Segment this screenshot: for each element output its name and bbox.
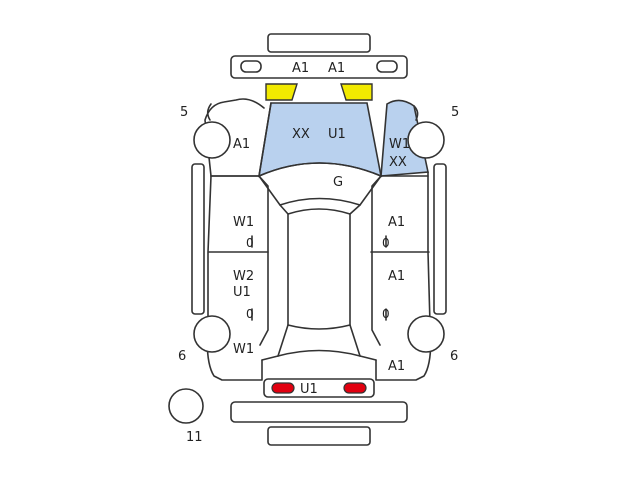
- cabin-left-line: [277, 204, 289, 357]
- rear-window-line: [277, 349, 361, 357]
- front-bumper[interactable]: [230, 55, 408, 79]
- wheel-front-left-label: 5: [180, 105, 188, 120]
- rear-deck-line: [261, 355, 377, 361]
- right-quarter-label: A1: [388, 359, 405, 374]
- wheel-rear-right-icon[interactable]: [407, 315, 445, 353]
- wheel-front-right-label: 5: [451, 105, 459, 120]
- right-front-door-label: A1: [388, 215, 405, 230]
- right-door-outline: [371, 175, 429, 346]
- front-bumper-left-label: A1: [292, 61, 309, 76]
- right-fender-label-a: W1: [389, 137, 410, 152]
- wheel-rear-right-label: 6: [450, 349, 458, 364]
- front-right-lamp: [376, 60, 398, 73]
- roof-rear-line: [287, 324, 351, 330]
- left-mirror: [206, 103, 212, 121]
- roof-label: G: [333, 175, 343, 190]
- left-rear-door-label-b: U1: [233, 285, 251, 300]
- right-rear-door-sub: 0: [382, 307, 390, 321]
- left-rear-door-sub: 0: [246, 307, 254, 321]
- front-top-bar: [267, 33, 371, 53]
- left-door-outline: [210, 175, 269, 346]
- right-front-door-sub: 0: [382, 236, 390, 250]
- left-front-door-sub: 0: [246, 236, 254, 250]
- windshield-glass[interactable]: [257, 102, 383, 178]
- left-fender-label: A1: [233, 137, 250, 152]
- left-side-skirt: [191, 163, 205, 315]
- windshield-label-b: U1: [328, 127, 346, 142]
- roof-top-line: [287, 208, 351, 215]
- left-rear-door-label-a: W2: [233, 269, 254, 284]
- rear-panel-label: U1: [300, 382, 318, 397]
- left-side-line: [207, 175, 212, 325]
- roof-front-outline: [258, 162, 382, 206]
- wheel-rear-left-label: 6: [178, 349, 186, 364]
- left-front-fender-outline: [204, 98, 272, 177]
- rear-left-lamp-marked[interactable]: [271, 382, 295, 394]
- wheel-rear-left-icon[interactable]: [193, 315, 231, 353]
- rear-bottom-bar: [267, 426, 371, 446]
- left-quarter-label: W1: [233, 342, 254, 357]
- spare-tire-icon[interactable]: [168, 388, 204, 424]
- right-mirror: [413, 105, 419, 121]
- headlight-left-marked[interactable]: [265, 83, 298, 101]
- spare-tire-label: 11: [186, 430, 203, 445]
- windshield-label-a: XX: [292, 127, 310, 142]
- wheel-front-right-icon[interactable]: [407, 121, 445, 159]
- front-bumper-right-label: A1: [328, 61, 345, 76]
- rear-right-lamp-marked[interactable]: [343, 382, 367, 394]
- rear-bumper[interactable]: [230, 401, 408, 423]
- right-fender-label-b: XX: [389, 155, 407, 170]
- headlight-right-marked[interactable]: [340, 83, 373, 101]
- cabin-right-line: [349, 204, 361, 357]
- left-front-door-label: W1: [233, 215, 254, 230]
- wheel-front-left-icon[interactable]: [193, 121, 231, 159]
- right-rear-door-label: A1: [388, 269, 405, 284]
- right-side-skirt: [433, 163, 447, 315]
- front-left-lamp: [240, 60, 262, 73]
